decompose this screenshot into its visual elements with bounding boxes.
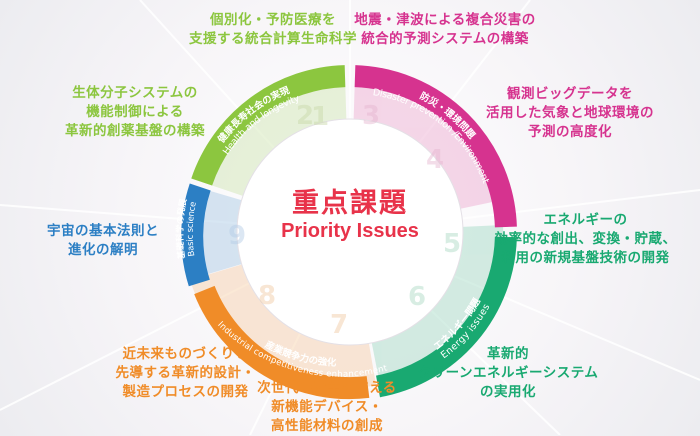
science-category-label: 基礎科学の発展: [175, 197, 190, 260]
issue-2-text: 個別化・予防医療を 支援する統合計算生命科学: [189, 12, 357, 47]
issue-9-text: 宇宙の基本法則と 進化の解明: [47, 223, 159, 258]
issue-number-4: 4: [426, 145, 444, 175]
issue-3-text: 地震・津波による複合災害の 統合的予測システムの構築: [354, 12, 536, 47]
issue-number-9: 9: [228, 221, 246, 251]
disaster-ring-segment: [354, 65, 517, 228]
issue-number-6: 6: [408, 282, 426, 312]
issue-number-8: 8: [258, 281, 276, 311]
issue-number-7: 7: [330, 310, 348, 340]
issue-1-text: 生体分子システムの 機能制御による 革新的創薬基盤の構築: [65, 85, 205, 139]
energy-ring-segment: [375, 236, 517, 398]
issue-number-2: 2: [296, 101, 314, 131]
science-ring-segment: [181, 183, 211, 287]
issue-4-text: 観測ビッグデータを 活用した気象と地球環境の 予測の高度化: [486, 86, 654, 140]
svg-text:Basic science: Basic science: [186, 201, 199, 257]
issue-7-text: 次世代の産業を支える 新機能デバイス・ 高性能材料の創成: [257, 380, 397, 434]
issue-number-3: 3: [362, 101, 380, 131]
center-subtitle: Priority Issues: [281, 220, 419, 242]
svg-text:基礎科学の発展: 基礎科学の発展: [175, 197, 190, 260]
issue-number-1: 1: [311, 102, 329, 132]
center-title: 重点課題: [292, 188, 408, 219]
issue-8-text: 近未来ものづくりを 先導する革新的設計・ 製造プロセスの開発: [115, 346, 256, 400]
issue-6-text: 革新的 クリーンエネルギーシステム の実用化: [417, 346, 599, 400]
science-category-en: Basic science: [186, 201, 199, 257]
issue-number-5: 5: [443, 229, 461, 259]
industry-ring-segment: [194, 285, 370, 400]
issue-5-text: エネルギーの 効率的な創出、変換・貯蔵、 利用の新規基盤技術の開発: [494, 212, 677, 266]
health-ring-segment: [191, 65, 346, 186]
center-circle: [236, 118, 464, 346]
